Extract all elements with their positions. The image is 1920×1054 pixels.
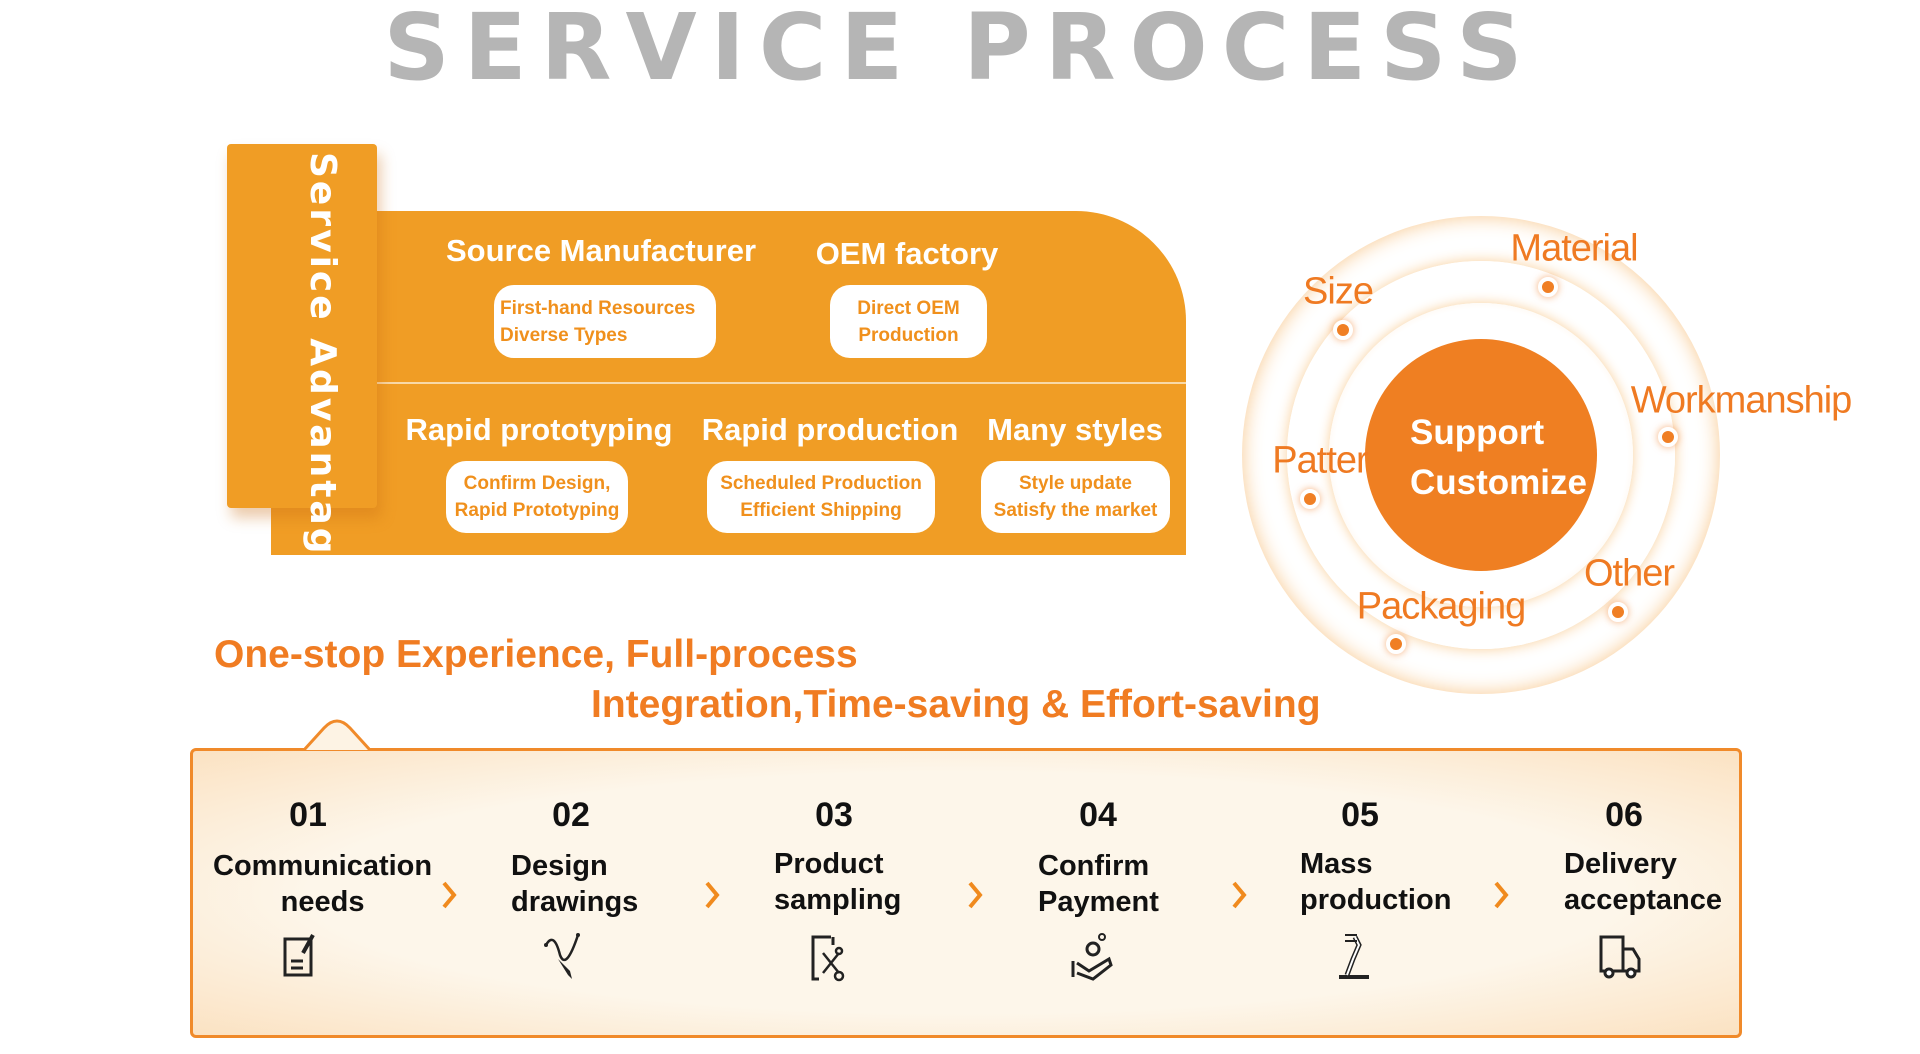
- chevron-right-icon: [1232, 881, 1247, 909]
- dot-marker: [1386, 634, 1406, 654]
- step-label-line: drawings: [511, 886, 639, 918]
- label-packaging: Packaging: [1356, 585, 1526, 628]
- label-size: Size: [1303, 270, 1374, 313]
- advantages-tab-label: Service Advantages: [302, 152, 343, 609]
- pill-line: Rapid Prototyping: [454, 500, 620, 521]
- step-number: 05: [1341, 796, 1379, 834]
- page-title: SERVICE PROCESS: [383, 0, 1537, 101]
- pill-line: Style update: [1019, 473, 1132, 494]
- center-line: Support: [1410, 413, 1545, 452]
- pill-line: Production: [858, 324, 959, 346]
- step-label: Mass production: [1300, 846, 1451, 918]
- advantage-heading: Rapid prototyping: [405, 412, 673, 447]
- advantage-pill: First-hand Resources Diverse Types: [494, 285, 716, 358]
- pill-line: Diverse Types: [500, 324, 628, 346]
- pointer-notch: [304, 719, 370, 752]
- step-label: Delivery acceptance: [1564, 846, 1722, 918]
- center-line: Customize: [1410, 463, 1587, 502]
- step-label: Design drawings: [511, 848, 638, 920]
- label-material: Material: [1510, 227, 1638, 270]
- step-label-line: production: [1300, 884, 1452, 916]
- pill-line: Satisfy the market: [993, 500, 1158, 521]
- advantages-tab: [227, 144, 377, 508]
- chevron-right-icon: [705, 881, 720, 909]
- step-label: Communication needs: [213, 848, 432, 920]
- center-circle: [1365, 339, 1597, 571]
- advantage-heading: OEM factory: [815, 236, 999, 271]
- dot-marker: [1333, 320, 1353, 340]
- process-box: [190, 748, 1742, 1038]
- center-text: Support Customize: [1410, 408, 1587, 508]
- step-label-line: acceptance: [1564, 884, 1722, 916]
- chevron-right-icon: [442, 881, 457, 909]
- advantage-heading: Source Manufacturer: [445, 233, 757, 268]
- robot-arm-icon: [1339, 934, 1369, 979]
- pill-line: First-hand Resources: [500, 297, 696, 319]
- label-other: Other: [1583, 552, 1675, 595]
- step-label-line: Payment: [1038, 886, 1159, 918]
- step-label: Confirm Payment: [1038, 848, 1159, 920]
- step-label-line: Product: [774, 848, 884, 880]
- scissors-icon: [811, 935, 845, 982]
- advantage-pill: Scheduled Production Efficient Shipping: [707, 461, 935, 533]
- chevron-right-icon: [968, 881, 983, 909]
- advantage-pill: Style update Satisfy the market: [981, 461, 1170, 533]
- step-label-line: Design: [511, 850, 608, 882]
- advantage-heading: Rapid production: [701, 412, 959, 447]
- pill-line: Direct OEM: [857, 297, 960, 319]
- chevron-right-icon: [1494, 881, 1509, 909]
- pill-line: Scheduled Production: [720, 473, 922, 494]
- dot-marker: [1538, 277, 1558, 297]
- step-label-line: Mass: [1300, 848, 1373, 880]
- step-label-line: needs: [280, 886, 365, 918]
- document-edit-icon: [283, 934, 315, 977]
- step-label: Product sampling: [774, 846, 901, 918]
- step-number: 06: [1605, 796, 1643, 834]
- pill-line: Confirm Design,: [463, 473, 611, 494]
- advantage-heading: Many styles: [987, 412, 1163, 447]
- dot-marker: [1300, 489, 1320, 509]
- step-label-line: Delivery: [1564, 848, 1677, 880]
- step-label-line: sampling: [774, 884, 902, 916]
- step-number: 01: [289, 796, 327, 834]
- advantage-pill: Direct OEM Production: [830, 285, 987, 358]
- step-number: 03: [815, 796, 853, 834]
- label-workmanship: Workmanship: [1630, 379, 1853, 422]
- divider: [377, 382, 1186, 384]
- slogan-line-2: Integration,Time-saving & Effort-saving: [591, 683, 1321, 726]
- hand-money-icon: [1071, 933, 1113, 981]
- dot-marker: [1608, 602, 1628, 622]
- pill-line: Efficient Shipping: [740, 500, 902, 521]
- step-label-line: Communication: [213, 850, 433, 882]
- step-number: 02: [552, 796, 590, 834]
- slogan-line-1: One-stop Experience, Full-process: [214, 633, 858, 676]
- truck-icon: [1599, 935, 1641, 979]
- step-label-line: Confirm: [1038, 850, 1150, 882]
- dot-marker: [1658, 427, 1678, 447]
- advantage-pill: Confirm Design, Rapid Prototyping: [446, 461, 628, 533]
- step-number: 04: [1079, 796, 1117, 834]
- pen-curve-icon: [544, 933, 580, 979]
- label-pattern: Patter: [1272, 439, 1368, 482]
